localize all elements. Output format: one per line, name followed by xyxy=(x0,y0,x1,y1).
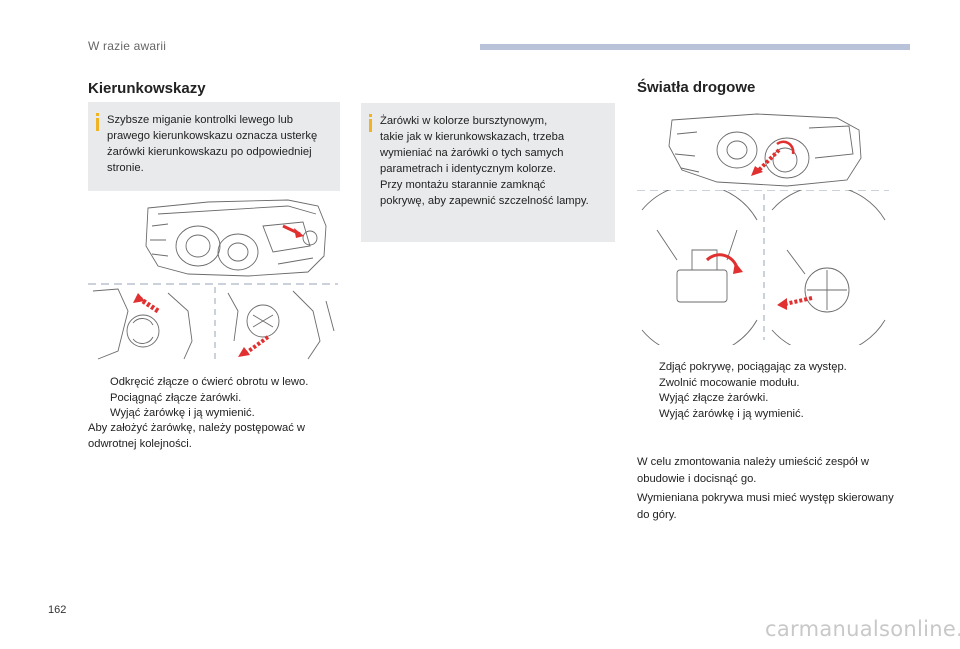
step-item: Odkręcić złącze o ćwierć obrotu w lewo. xyxy=(88,375,343,391)
header-title: W razie awarii xyxy=(88,39,167,53)
high-beam-bulb-removal-illustration xyxy=(637,190,889,345)
headlamp-illustration xyxy=(145,199,327,277)
watermark: carmanualsonline.info xyxy=(765,617,960,641)
section-title-turn-signals: Kierunkowskazy xyxy=(88,80,206,97)
steps-turn-signals: Odkręcić złącze o ćwierć obrotu w lewo. … xyxy=(88,375,343,422)
info-icon xyxy=(94,113,101,131)
info-line: żarówki kierunkowskazu po odpowiedniej xyxy=(107,146,312,158)
note-cover-tab: Wymieniana pokrywa musi mieć występ skie… xyxy=(637,492,894,521)
info-line: Szybsze miganie kontrolki lewego lub xyxy=(107,114,293,126)
turn-signal-connector-illustration xyxy=(88,283,338,361)
step-text: Zdjąć pokrywę, pociągając za występ. xyxy=(659,361,847,373)
page-number: 162 xyxy=(48,604,67,616)
note-assembly: W celu zmontowania należy umieścić zespó… xyxy=(637,456,869,485)
section-title-high-beams: Światła drogowe xyxy=(637,79,756,96)
step-text: Pociągnąć złącze żarówki. xyxy=(110,391,242,404)
info-box-amber-bulbs: Żarówki w kolorze bursztynowym, takie ja… xyxy=(361,103,615,242)
note-reverse-order: Aby założyć żarówkę, należy postępować w… xyxy=(88,422,306,450)
info-line: stronie. xyxy=(107,162,144,174)
step-text: Wyjąć żarówkę i ją wymienić. xyxy=(110,407,255,419)
info-line: takie jak w kierunkowskazach, trzeba xyxy=(380,131,565,143)
header-bar xyxy=(480,44,910,50)
step-item: Pociągnąć złącze żarówki. xyxy=(88,391,343,407)
step-item: Zwolnić mocowanie modułu. xyxy=(637,376,892,392)
info-line: parametrach i identycznym kolorze. xyxy=(380,163,556,175)
info-icon xyxy=(367,114,374,132)
step-item: Wyjąć złącze żarówki. xyxy=(637,391,892,407)
info-line: Żarówki w kolorze bursztynowym, xyxy=(380,115,548,127)
step-text: Zwolnić mocowanie modułu. xyxy=(659,376,800,389)
step-item: Wyjąć żarówkę i ją wymienić. xyxy=(88,406,343,422)
step-text: Odkręcić złącze o ćwierć obrotu w lewo. xyxy=(110,376,309,388)
steps-high-beams: Zdjąć pokrywę, pociągając za występ. Zwo… xyxy=(637,360,892,422)
info-line: prawego kierunkowskazu oznacza usterkę xyxy=(107,130,318,142)
info-box-turn-signals: Szybsze miganie kontrolki lewego lub pra… xyxy=(88,102,340,191)
info-line: wymieniać na żarówki o tych samych xyxy=(380,147,564,159)
step-text: Wyjąć żarówkę i ją wymienić. xyxy=(659,407,804,420)
info-line: pokrywę, aby zapewnić szczelność lampy. xyxy=(380,195,589,207)
step-item: Zdjąć pokrywę, pociągając za występ. xyxy=(637,360,892,376)
step-text: Wyjąć złącze żarówki. xyxy=(659,392,769,404)
high-beam-headlamp-illustration xyxy=(668,113,862,187)
info-line: Przy montażu starannie zamknąć xyxy=(380,179,546,191)
step-item: Wyjąć żarówkę i ją wymienić. xyxy=(637,407,892,423)
